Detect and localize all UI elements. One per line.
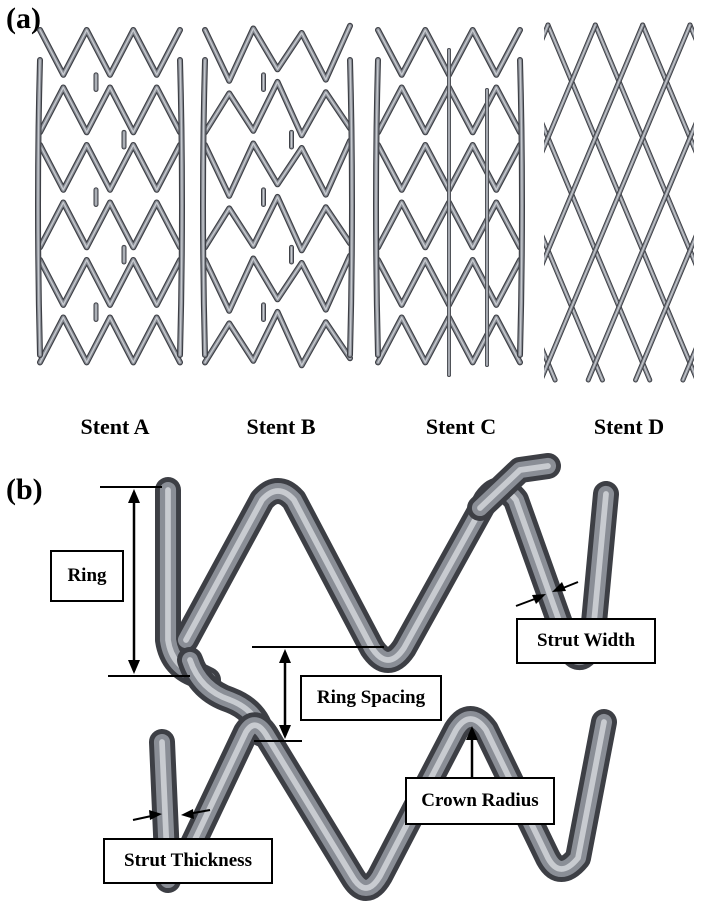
ring-arrowhead-down bbox=[128, 660, 140, 674]
stent-d-drawing bbox=[544, 22, 694, 383]
stent-ring-shade-2 bbox=[39, 29, 181, 76]
strut-width-label: Strut Width bbox=[516, 618, 656, 664]
dimension-annotations bbox=[100, 486, 579, 821]
panel-a-letter: (a) bbox=[6, 2, 41, 35]
stent-side-rail-shade-2 bbox=[519, 59, 523, 356]
stent-ring-shade-2 bbox=[39, 259, 181, 306]
stent-ring-shade-2 bbox=[204, 255, 351, 312]
strut-thickness-arrowhead-right bbox=[181, 809, 194, 819]
stent-ring-shade-2 bbox=[204, 311, 351, 366]
stent-c-label: Stent C bbox=[425, 414, 497, 439]
stent-a-label: Stent A bbox=[80, 414, 150, 439]
stent-side-rail-shade-2 bbox=[179, 59, 183, 356]
strut-width-arrowhead-left bbox=[532, 594, 546, 604]
stent-side-rail-shade-2 bbox=[375, 59, 379, 356]
stent-ring-shade-2 bbox=[39, 86, 181, 133]
ring-label: Ring bbox=[50, 550, 124, 602]
stent-ring-shade-2 bbox=[204, 140, 351, 197]
stent-b-drawing bbox=[200, 22, 355, 369]
stent-c-drawing bbox=[373, 27, 525, 377]
stent-illustrations bbox=[35, 22, 694, 383]
ring-arrowhead-up bbox=[128, 489, 140, 503]
stent-mesh-strut-shade-2 bbox=[544, 239, 603, 381]
strut-thickness-label: Strut Thickness bbox=[103, 838, 273, 884]
crown-radius-arrowhead bbox=[466, 726, 478, 740]
stent-a-drawing bbox=[35, 27, 185, 366]
stent-ring-shade-2 bbox=[39, 201, 181, 248]
stent-mesh-strut-shade-2 bbox=[544, 24, 644, 262]
ring-spacing-label: Ring Spacing bbox=[300, 675, 442, 721]
stent-mesh-strut-shade-2 bbox=[587, 126, 694, 381]
upper-ring-connector-shade-2 bbox=[477, 463, 551, 511]
strut-thickness-arrowhead-left bbox=[149, 810, 162, 820]
stent-mesh-strut-shade-2 bbox=[544, 126, 651, 381]
ring-spacing-arrowhead-up bbox=[279, 649, 291, 663]
stent-ring-shade-2 bbox=[39, 144, 181, 191]
crown-radius-label: Crown Radius bbox=[405, 777, 555, 825]
stent-mesh-strut-shade-2 bbox=[544, 24, 596, 149]
strut-width-arrowhead-right bbox=[552, 582, 566, 592]
stent-d-label: Stent D bbox=[593, 414, 665, 439]
stent-b-label: Stent B bbox=[246, 414, 316, 439]
stent-ring-shade-2 bbox=[204, 25, 351, 82]
ring-spacing-arrowhead-down bbox=[279, 725, 291, 739]
stent-mesh-strut-shade-2 bbox=[544, 24, 691, 375]
stent-side-rail-shade-2 bbox=[202, 59, 206, 356]
stent-side-rail-shade-2 bbox=[349, 59, 353, 356]
stent-side-rail-shade-2 bbox=[37, 59, 41, 356]
stent-ring-shade-2 bbox=[204, 81, 351, 136]
panel-b-letter: (b) bbox=[6, 473, 43, 506]
stent-ring-shade-2 bbox=[39, 316, 181, 364]
stent-ring-shade-2 bbox=[204, 196, 351, 251]
stent-mesh-strut-shade-2 bbox=[635, 239, 694, 381]
